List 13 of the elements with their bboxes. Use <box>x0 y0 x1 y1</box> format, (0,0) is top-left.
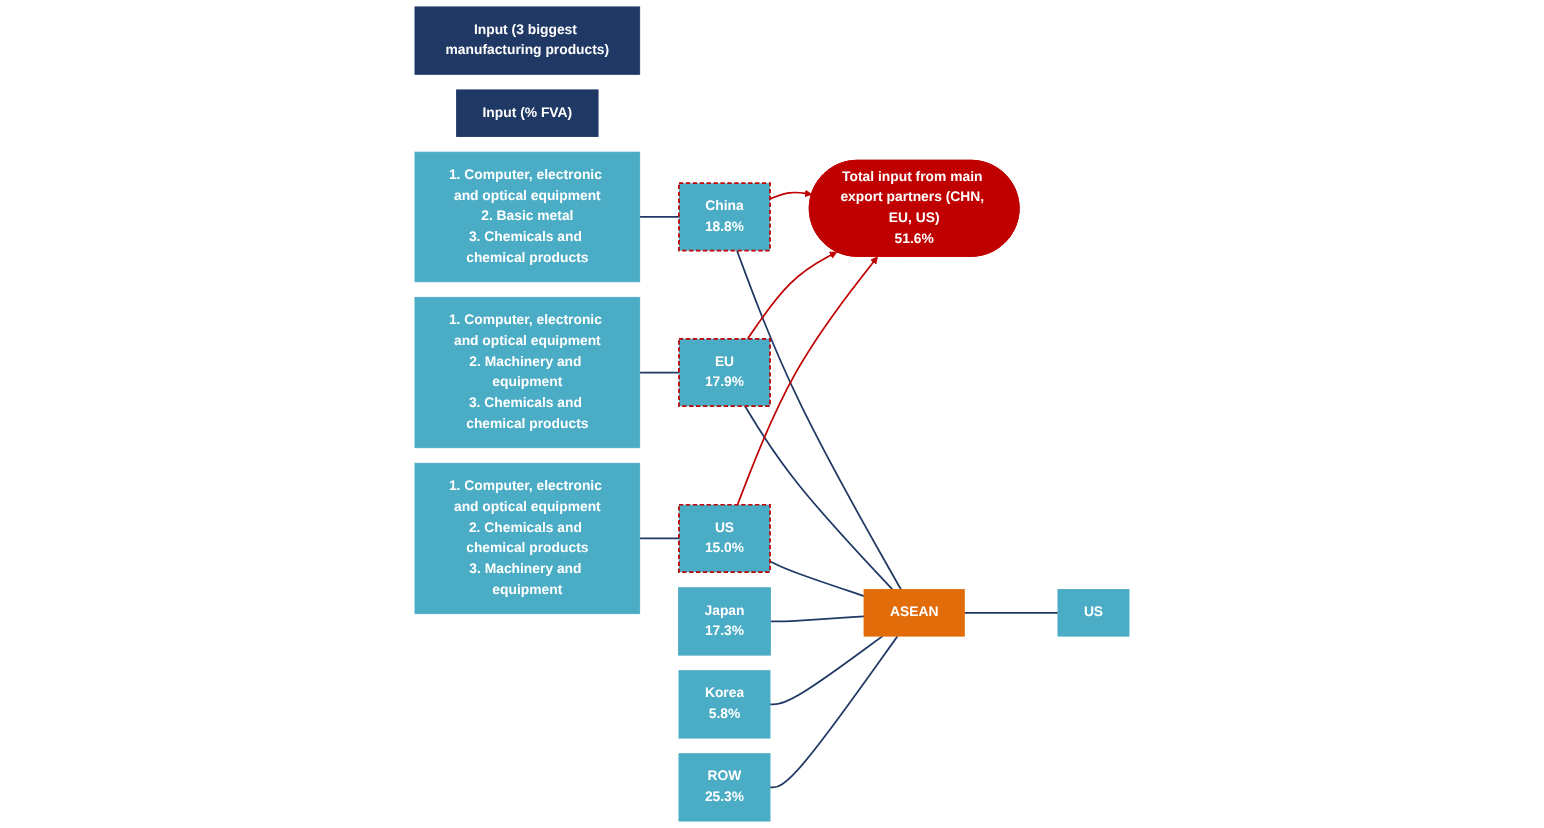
connector <box>769 560 865 597</box>
arrow <box>769 189 813 200</box>
arrow <box>746 251 838 340</box>
connector <box>638 371 680 374</box>
connector <box>769 635 884 706</box>
connector <box>963 611 1059 614</box>
arrow <box>736 256 878 506</box>
connector <box>736 249 902 591</box>
connector <box>769 635 899 789</box>
connector <box>744 405 894 591</box>
connector <box>638 537 680 540</box>
connector <box>638 216 680 218</box>
connector <box>769 615 865 623</box>
